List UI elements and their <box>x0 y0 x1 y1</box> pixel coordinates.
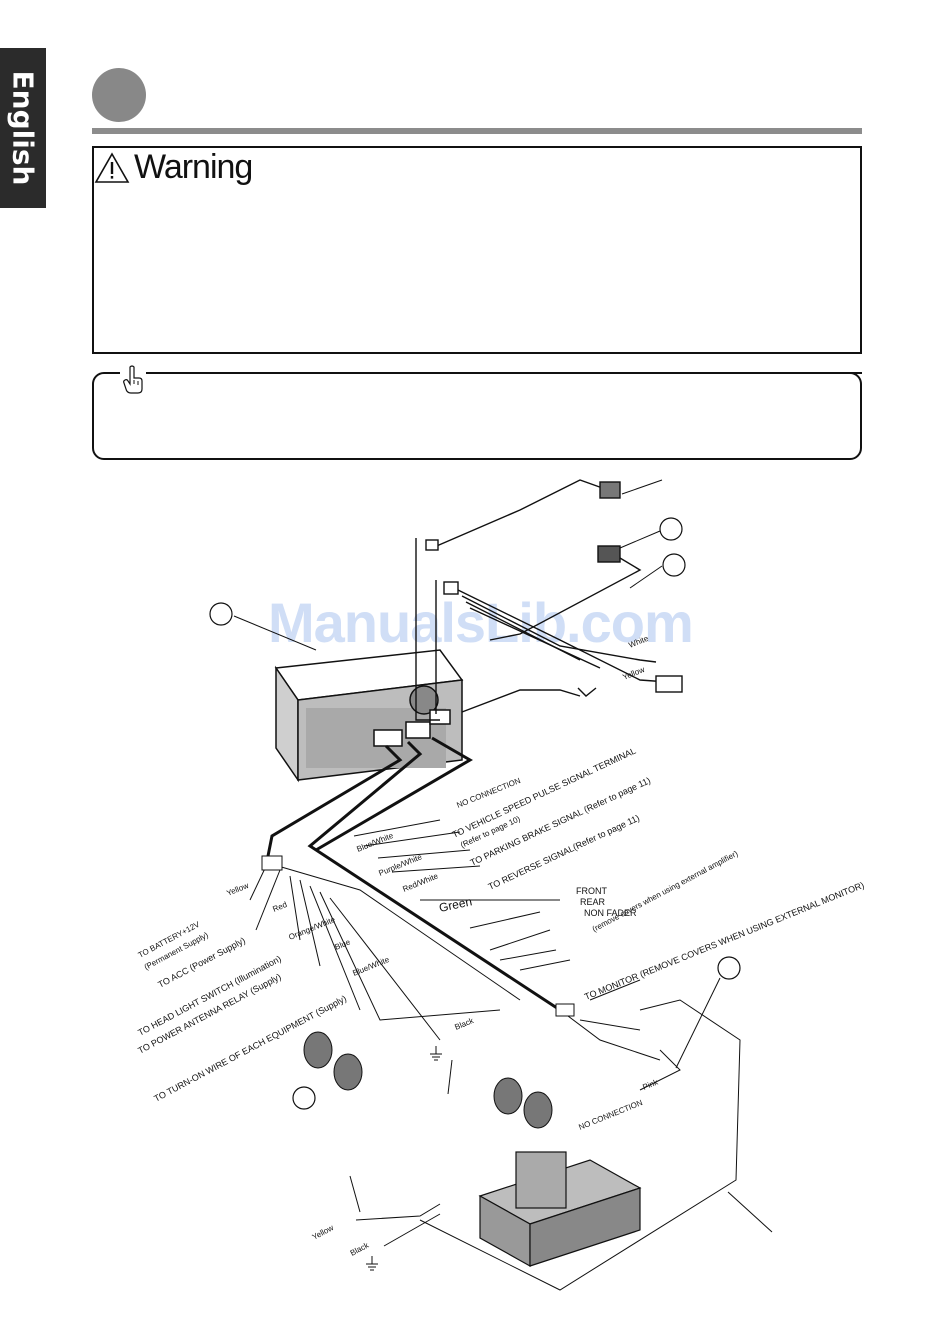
language-tab-label: English <box>6 70 40 186</box>
label-orange-white: Orange/White <box>287 915 337 942</box>
label-rear: REAR <box>580 897 606 907</box>
callout-circle-speakers <box>292 1086 316 1110</box>
head-unit <box>274 649 464 783</box>
label-to-monitor: TO MONITOR (REMOVE COVERS WHEN USING EXT… <box>583 880 866 1002</box>
cd-changer <box>478 1151 642 1268</box>
label-yellow-right: Yellow <box>621 665 646 682</box>
callout-circle-cable <box>662 553 686 577</box>
label-headlight: TO HEAD LIGHT SWITCH (Illumination) <box>136 953 283 1037</box>
label-blue: Blue <box>333 937 352 952</box>
label-front: FRONT <box>576 886 607 896</box>
callout-circle-cd-cable <box>717 956 741 980</box>
warning-box: Warning <box>92 146 862 354</box>
label-green: Green <box>438 894 474 915</box>
label-remove-covers-amp: (remove covers when using external ampli… <box>591 849 740 934</box>
wiring-diagram: NO CONNECTION TO VEHICLE SPEED PULSE SIG… <box>136 479 866 1291</box>
label-pink: Pink <box>641 1077 660 1092</box>
label-no-connection-bottom: NO CONNECTION <box>577 1098 644 1132</box>
label-yellow-left: Yellow <box>225 881 250 898</box>
label-black: Black <box>453 1016 475 1032</box>
label-black-cd: Black <box>349 1240 371 1258</box>
label-red-white: Red/White <box>401 871 440 894</box>
label-white: White <box>627 634 650 650</box>
callout-circle-main-unit <box>209 602 233 626</box>
label-non-fader: NON FADER <box>584 908 637 918</box>
header-rule <box>92 128 862 134</box>
note-rule <box>202 372 862 374</box>
warning-icon <box>94 152 130 183</box>
label-red: Red <box>271 900 288 914</box>
section-marker <box>92 68 146 122</box>
warning-title: Warning <box>134 148 253 186</box>
label-blue-white-bottom: Blue/White <box>351 955 391 978</box>
callout-circle-gps <box>659 517 683 541</box>
language-tab: English <box>0 48 46 208</box>
label-yellow-cd: Yellow <box>311 1223 336 1242</box>
note-box <box>92 364 862 460</box>
pointing-hand-icon <box>120 364 146 396</box>
